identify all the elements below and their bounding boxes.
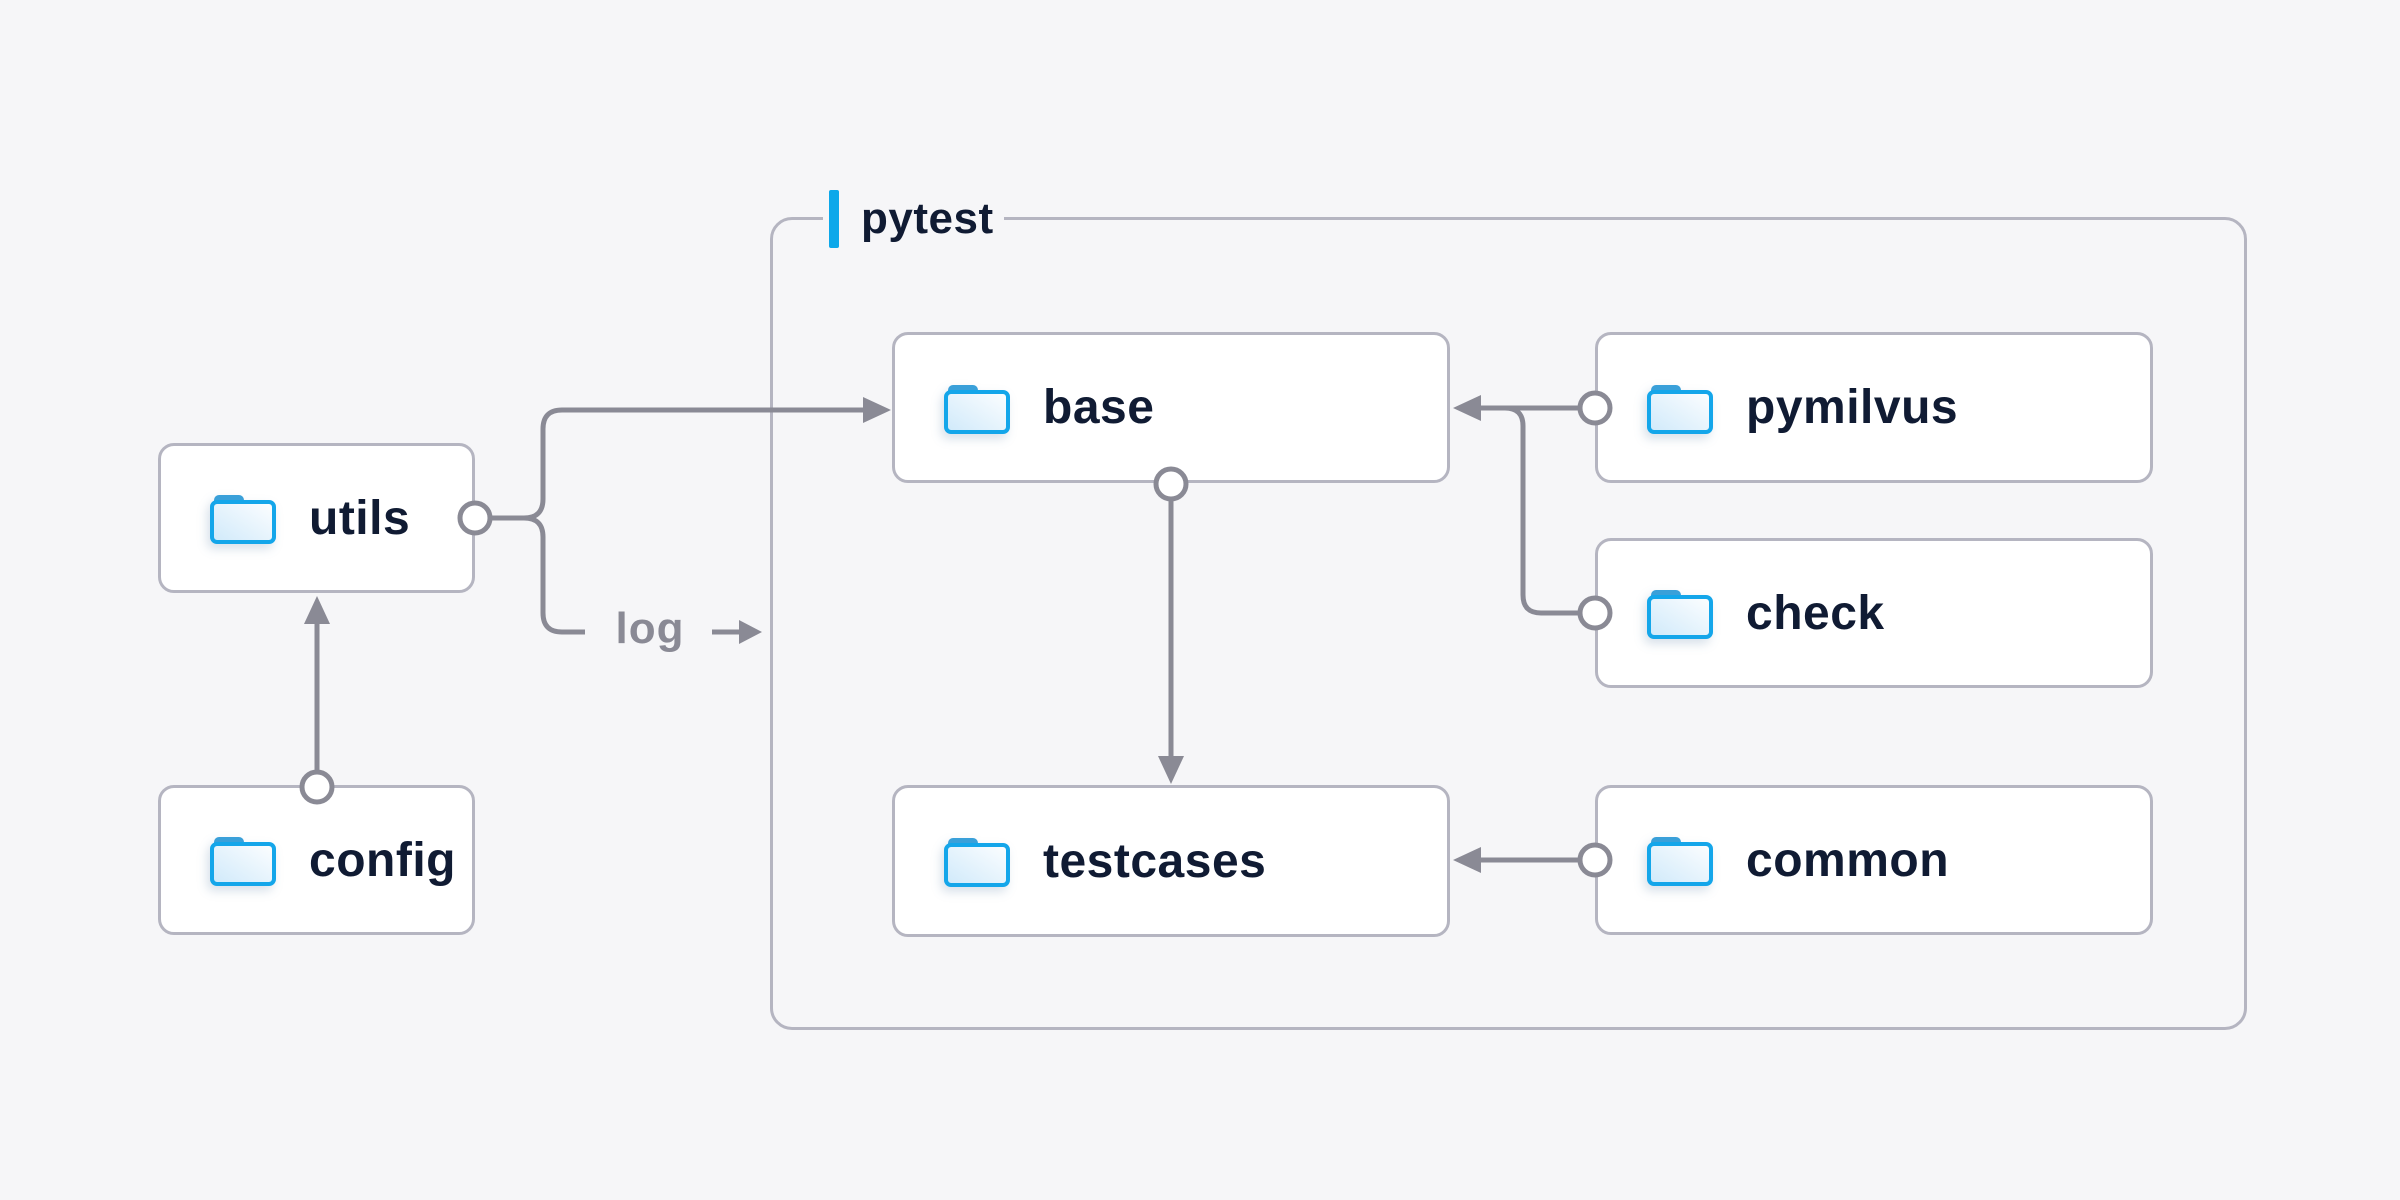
- folder-icon: [1647, 590, 1713, 639]
- folder-icon: [210, 495, 276, 544]
- node-pymilvus: pymilvus: [1595, 332, 2153, 483]
- node-check: check: [1595, 538, 2153, 688]
- node-label: check: [1746, 586, 1885, 640]
- folder-icon: [1647, 384, 1713, 434]
- node-label: pymilvus: [1746, 381, 1959, 434]
- pytest-group-container: pytest: [770, 189, 2247, 1030]
- accent-bar: [829, 190, 839, 248]
- node-base: base: [892, 332, 1450, 483]
- edge-utils-log: [523, 515, 585, 635]
- node-utils: utils: [158, 443, 475, 593]
- node-config: config: [158, 785, 475, 935]
- arrowhead-up-utils: [304, 596, 330, 624]
- node-label: utils: [309, 491, 411, 545]
- folder-icon: [944, 384, 1010, 434]
- arrowhead-right-pytest: [739, 620, 762, 644]
- node-common: common: [1595, 785, 2153, 935]
- node-label: testcases: [1043, 834, 1267, 888]
- node-testcases: testcases: [892, 785, 1450, 937]
- folder-icon: [944, 838, 1010, 887]
- folder-icon: [210, 837, 276, 886]
- node-label: config: [309, 833, 456, 887]
- folder-icon: [1647, 837, 1713, 886]
- edge-label-log: log: [615, 604, 685, 653]
- pytest-group-label: pytest: [823, 189, 1004, 249]
- node-label: common: [1746, 833, 1950, 887]
- pytest-group-title: pytest: [861, 194, 994, 243]
- node-label: base: [1043, 381, 1155, 434]
